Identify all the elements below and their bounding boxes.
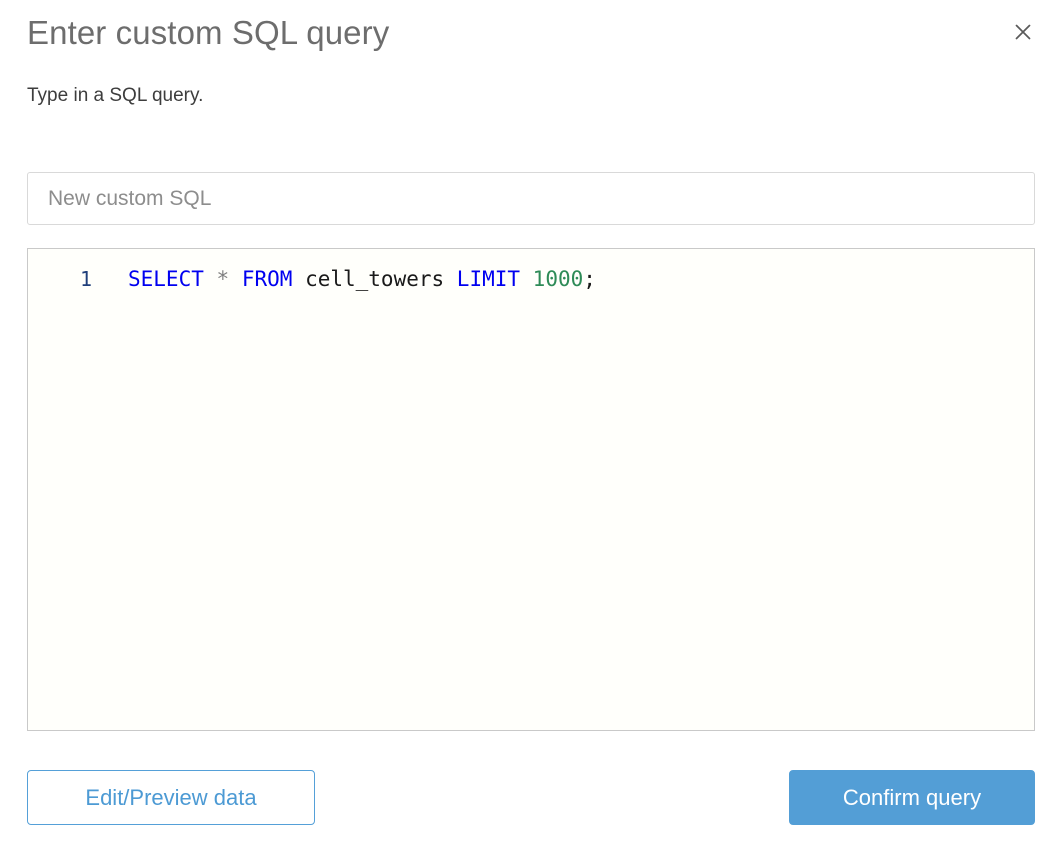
edit-preview-data-button[interactable]: Edit/Preview data <box>27 770 315 825</box>
query-name-input[interactable] <box>27 172 1035 225</box>
sql-token-ident: cell_towers <box>305 267 445 291</box>
sql-code-text[interactable]: SELECT * FROM cell_towers LIMIT 1000; <box>100 266 596 292</box>
sql-token-number: 1000 <box>532 267 584 291</box>
sql-token-punct: ; <box>583 267 596 291</box>
confirm-query-button[interactable]: Confirm query <box>789 770 1035 825</box>
sql-token-space <box>204 267 217 291</box>
sql-token-space <box>229 267 242 291</box>
sql-token-space <box>520 267 533 291</box>
sql-token-operator: * <box>216 267 230 291</box>
code-line: 1 SELECT * FROM cell_towers LIMIT 1000; <box>28 249 1034 292</box>
sql-token-keyword: FROM <box>241 267 293 291</box>
sql-token-keyword: LIMIT <box>456 267 521 291</box>
page-title: Enter custom SQL query <box>27 14 390 51</box>
line-number-gutter: 1 <box>79 267 92 291</box>
sql-token-space <box>292 267 305 291</box>
close-icon[interactable] <box>1005 14 1041 50</box>
sql-token-keyword: SELECT <box>128 267 204 291</box>
sql-token-space <box>444 267 457 291</box>
dialog-subtitle: Type in a SQL query. <box>27 85 204 106</box>
sql-code-editor[interactable]: 1 SELECT * FROM cell_towers LIMIT 1000; <box>27 248 1035 731</box>
